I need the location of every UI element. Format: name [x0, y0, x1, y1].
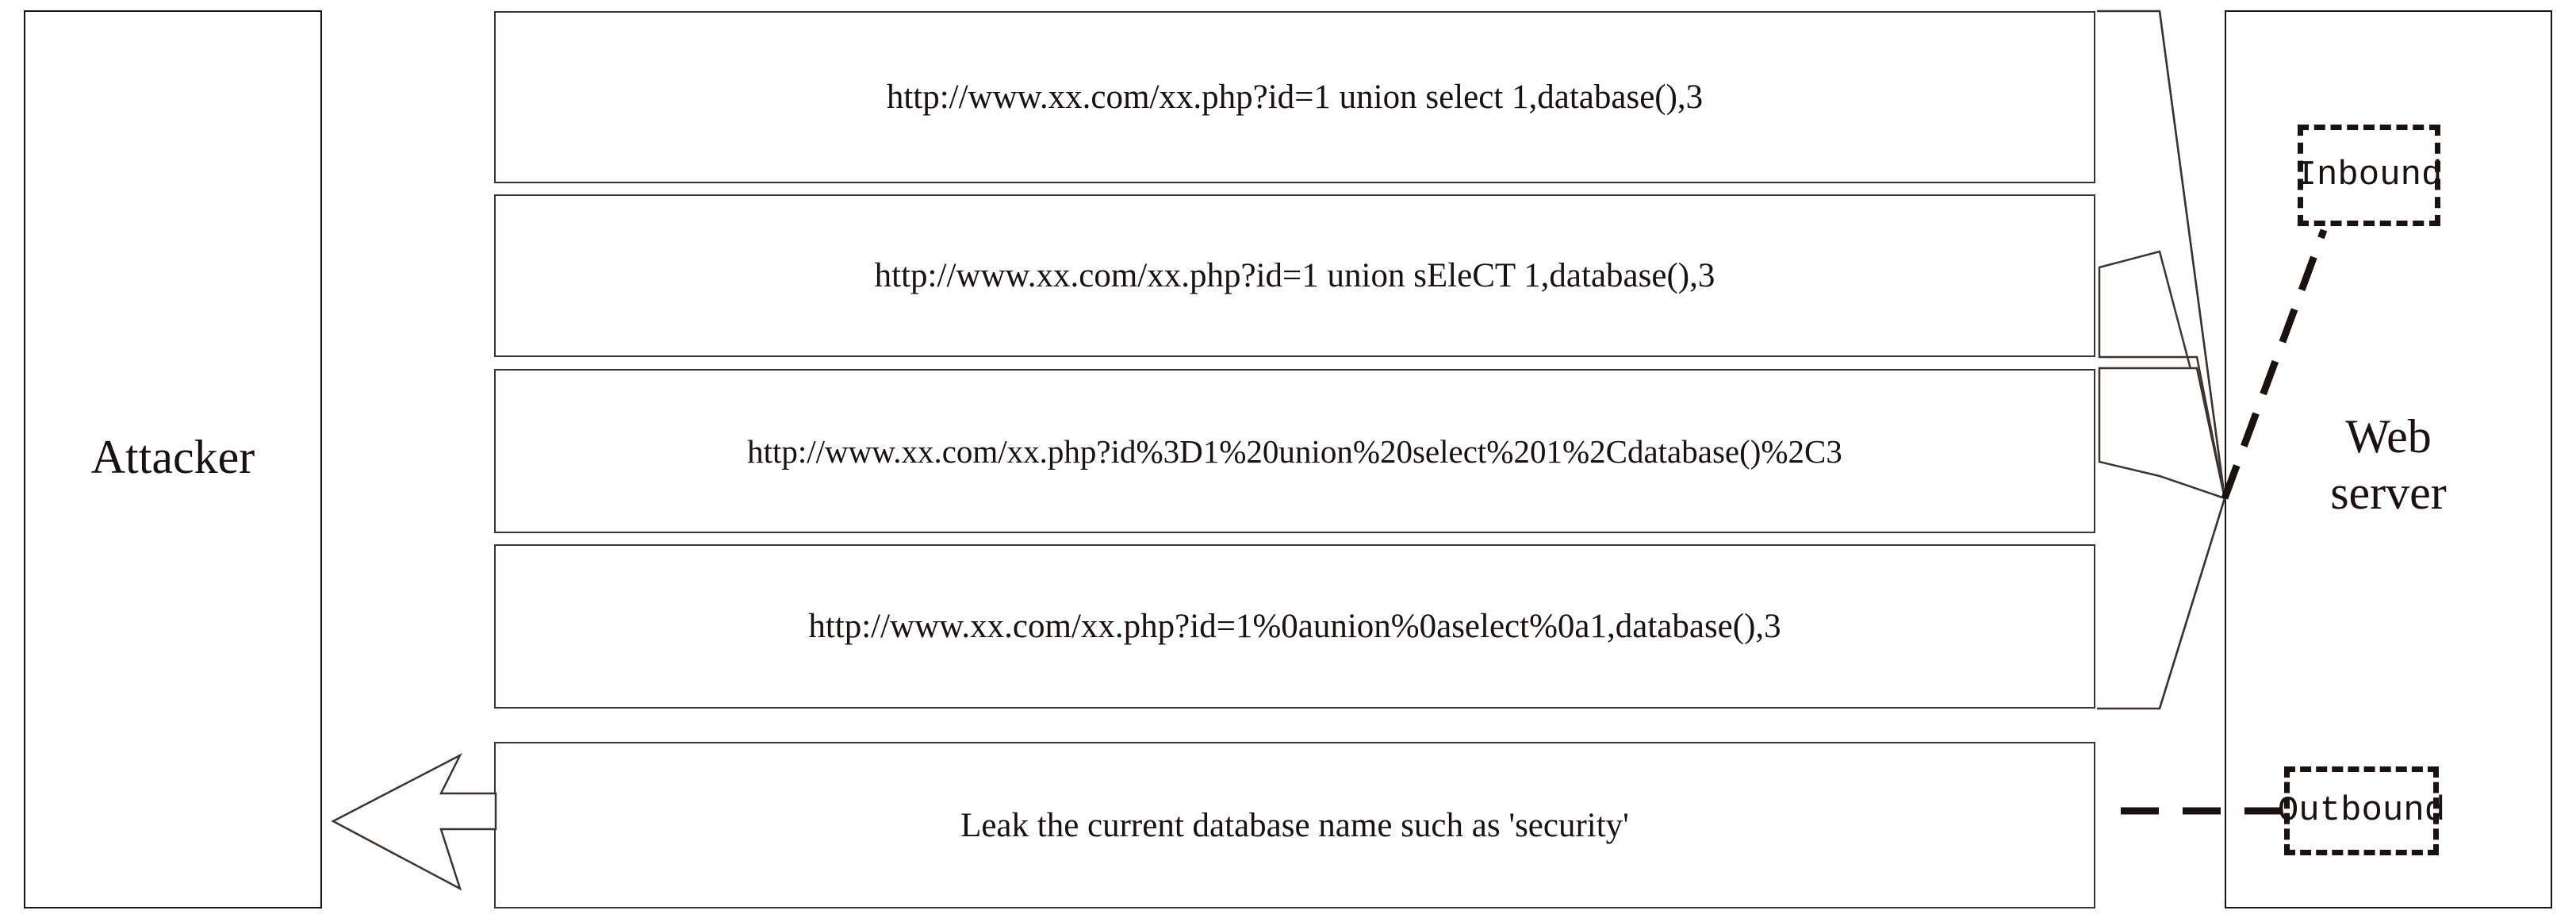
response-text: Leak the current database name such as '…	[960, 806, 1629, 844]
request-row-3: http://www.xx.com/xx.php?id%3D1%20union%…	[494, 369, 2095, 533]
attacker-box: Attacker	[24, 10, 322, 908]
inbound-filter-box: Inbound	[2295, 125, 2443, 226]
request-text-3: http://www.xx.com/xx.php?id%3D1%20union%…	[747, 432, 1842, 470]
attacker-label: Attacker	[90, 431, 255, 483]
response-row: Leak the current database name such as '…	[494, 742, 2095, 908]
outbound-filter-box: Outbound	[2278, 766, 2445, 855]
outbound-filter-label: Outbound	[2277, 791, 2446, 831]
request-funnel	[2097, 10, 2226, 710]
request-text-1: http://www.xx.com/xx.php?id=1 union sele…	[886, 79, 1704, 116]
inbound-chevron-upper-icon	[2098, 250, 2226, 499]
inbound-filter-label: Inbound	[2295, 156, 2443, 195]
web-server-label: Web server	[2330, 410, 2447, 519]
request-text-2: http://www.xx.com/xx.php?id=1 union sEle…	[874, 257, 1715, 294]
request-text-4: http://www.xx.com/xx.php?id=1%0aunion%0a…	[808, 608, 1781, 645]
response-arrow-left-icon	[331, 753, 497, 891]
request-row-1: http://www.xx.com/xx.php?id=1 union sele…	[494, 11, 2095, 183]
request-row-2: http://www.xx.com/xx.php?id=1 union sEle…	[494, 194, 2095, 357]
request-row-4: http://www.xx.com/xx.php?id=1%0aunion%0a…	[494, 544, 2095, 709]
inbound-chevron-lower-icon	[2098, 367, 2226, 500]
